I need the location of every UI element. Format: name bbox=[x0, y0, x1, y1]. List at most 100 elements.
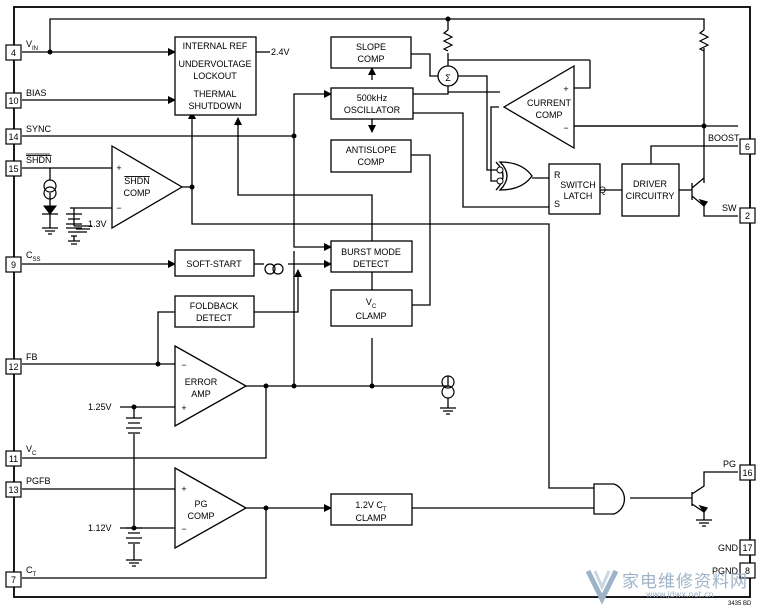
pg-transistor-icon bbox=[698, 504, 709, 514]
shdn-ref-label: 1.3V bbox=[88, 219, 107, 229]
watermark-url: www.jdwx.net.cn bbox=[646, 590, 714, 599]
shdn-comp-plus: + bbox=[116, 163, 121, 173]
sigma-symbol: Σ bbox=[445, 73, 451, 83]
junction-dots bbox=[47, 16, 707, 531]
driver-line1: DRIVER bbox=[633, 179, 668, 189]
latch-s-label: S bbox=[554, 199, 560, 209]
switch-latch-line2: LATCH bbox=[564, 191, 593, 201]
pg-comp-line1: PG bbox=[194, 499, 207, 509]
pin-label-sw: SW bbox=[722, 203, 737, 213]
pin-number: 8 bbox=[745, 566, 750, 576]
shdn-comp-minus: − bbox=[116, 203, 121, 213]
pin-2-box bbox=[739, 207, 756, 224]
shdn-comp-line1: SHDN bbox=[124, 176, 150, 186]
and-gate bbox=[593, 483, 626, 515]
switch-latch-block bbox=[548, 163, 601, 215]
current-comp-minus: − bbox=[563, 123, 568, 133]
driver-line2: CIRCUITRY bbox=[626, 191, 675, 201]
shdn-comparator bbox=[111, 144, 184, 230]
pin-number: 13 bbox=[8, 485, 18, 495]
slope-comp-line1: SLOPE bbox=[356, 42, 386, 52]
ref-voltage-label: 2.4V bbox=[271, 47, 290, 57]
watermark-logo-icon bbox=[585, 569, 619, 605]
output-transistor-icon bbox=[698, 198, 709, 208]
pin-12-box bbox=[5, 358, 22, 375]
oscillator-block bbox=[330, 87, 414, 120]
pin-6-box bbox=[739, 138, 756, 155]
soft-start-label: SOFT-START bbox=[186, 259, 242, 269]
pin-number: 12 bbox=[8, 362, 18, 372]
oscillator-line1: 500kHz bbox=[357, 93, 388, 103]
pin-label-vin: VIN bbox=[26, 39, 38, 52]
pin-label-pgfb: PGFB bbox=[26, 476, 51, 486]
internal-ref-line5: SHUTDOWN bbox=[189, 101, 242, 111]
chip-outline bbox=[13, 6, 751, 598]
foldback-block bbox=[174, 295, 255, 328]
current-comp-line2: COMP bbox=[536, 110, 563, 120]
pin-label-ct: CT bbox=[26, 565, 37, 578]
pin-17-box bbox=[739, 539, 756, 556]
pg-comp-line2: COMP bbox=[188, 511, 215, 521]
resistor-icon bbox=[698, 29, 710, 52]
pin-label-vc: VC bbox=[26, 444, 37, 457]
burst-line2: DETECT bbox=[353, 259, 390, 269]
error-amplifier bbox=[174, 344, 248, 428]
pin-number: 17 bbox=[742, 543, 752, 553]
current-comp-plus: + bbox=[563, 84, 568, 94]
pin-number: 11 bbox=[9, 454, 18, 464]
internal-ref-block bbox=[174, 36, 257, 116]
pg-comp-plus: + bbox=[181, 484, 186, 494]
error-amp-minus: − bbox=[181, 360, 186, 370]
pin-label-gnd: GND bbox=[718, 543, 739, 553]
reference-source-icon bbox=[66, 213, 82, 225]
antislope-line1: ANTISLOPE bbox=[346, 145, 397, 155]
error-amp-line1: ERROR bbox=[185, 377, 218, 387]
slope-comp-line2: COMP bbox=[358, 54, 385, 64]
pin-label-sync: SYNC bbox=[26, 124, 52, 134]
current-source-icon bbox=[441, 385, 455, 399]
pin-number: 6 bbox=[745, 142, 750, 152]
pin-label-pgnd: PGND bbox=[712, 566, 739, 576]
vc-clamp-line2: CLAMP bbox=[355, 311, 386, 321]
pin-number: 16 bbox=[742, 468, 752, 478]
pin-label-bias: BIAS bbox=[26, 88, 47, 98]
pin-label-pg: PG bbox=[723, 459, 736, 469]
error-amp-line2: AMP bbox=[191, 389, 211, 399]
current-source-icon bbox=[43, 179, 57, 193]
pin-11-box bbox=[5, 450, 22, 467]
pin-7-box bbox=[5, 571, 22, 588]
zener-diode-icon bbox=[43, 205, 57, 215]
pin-label-boost: BOOST bbox=[708, 133, 740, 143]
current-source-icon bbox=[441, 375, 455, 389]
ct-clamp-block bbox=[330, 493, 413, 526]
reference-source-icon bbox=[126, 417, 142, 434]
vc-clamp-line1: VC bbox=[366, 297, 377, 310]
pg-comp-minus: − bbox=[181, 524, 186, 534]
internal-ref-line3: LOCKOUT bbox=[193, 71, 237, 81]
summing-node bbox=[437, 65, 459, 87]
pg-comparator bbox=[174, 466, 248, 550]
pg-ref-label: 1.12V bbox=[88, 523, 112, 533]
pin-4-box bbox=[5, 44, 22, 61]
pin-label-fb: FB bbox=[26, 352, 38, 362]
pin-13-box bbox=[5, 481, 22, 498]
pin-16-box bbox=[739, 464, 756, 481]
pin-number: 2 bbox=[745, 211, 750, 221]
internal-ref-line2: UNDERVOLTAGE bbox=[178, 59, 251, 69]
pin-10-box bbox=[5, 92, 22, 109]
pin-15-box bbox=[5, 160, 22, 177]
antislope-line2: COMP bbox=[358, 157, 385, 167]
burst-mode-block bbox=[330, 240, 413, 273]
foldback-line2: DETECT bbox=[196, 313, 233, 323]
ct-clamp-line2: CLAMP bbox=[355, 513, 386, 523]
pin-label-shdn: SHDN bbox=[26, 155, 52, 165]
switch-latch-line1: SWITCH bbox=[560, 180, 596, 190]
latch-q-label: Q bbox=[599, 185, 606, 195]
resistor-icon bbox=[442, 29, 454, 52]
current-comparator bbox=[502, 64, 575, 150]
or-gate bbox=[498, 161, 533, 191]
pin-number: 14 bbox=[8, 132, 18, 142]
current-comp-line1: CURRENT bbox=[527, 98, 572, 108]
shdn-comp-line2: COMP bbox=[124, 188, 151, 198]
